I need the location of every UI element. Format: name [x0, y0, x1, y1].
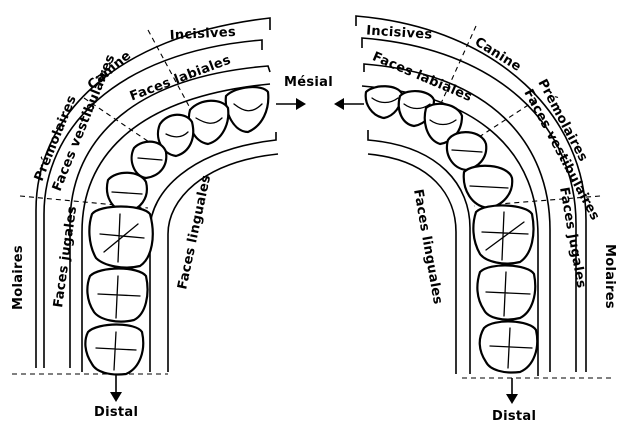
right-inner-arc-2 — [368, 154, 456, 374]
right-central-incisor — [366, 86, 402, 118]
label-faces-linguales-right: Faces linguales — [410, 188, 445, 306]
left-distal-arrowhead — [110, 392, 122, 402]
right-distal-arrowhead — [506, 394, 518, 404]
left-second-molar — [87, 269, 147, 322]
label-faces-labiales-left: Faces labiales — [128, 53, 233, 105]
label-distal-left: Distal — [94, 405, 138, 420]
mesial-arrowhead-left — [334, 98, 344, 110]
label-canine-right: Canine — [472, 35, 524, 75]
right-first-molar — [473, 205, 533, 263]
left-central-incisor — [226, 87, 269, 132]
label-mesial: Mésial — [284, 75, 333, 90]
left-third-molar — [85, 325, 143, 375]
left-half-arch — [12, 18, 278, 402]
right-second-molar — [477, 265, 535, 319]
label-molaires-left: Molaires — [11, 245, 26, 310]
right-inner-arc-1 — [368, 130, 470, 374]
left-inner-arc-1 — [150, 132, 276, 372]
right-third-molar — [480, 321, 537, 372]
label-molaires-right: Molaires — [602, 244, 617, 309]
mesial-arrowhead-right — [296, 98, 306, 110]
left-lateral-incisor — [189, 101, 228, 144]
label-distal-right: Distal — [492, 409, 536, 424]
left-first-molar — [89, 207, 152, 268]
label-faces-linguales-left: Faces linguales — [175, 174, 214, 291]
left-first-premolar — [132, 142, 167, 178]
right-second-premolar — [464, 166, 512, 208]
right-first-premolar — [447, 132, 486, 170]
label-faces-jugales-left: Faces jugales — [51, 205, 80, 308]
label-incisives-left: Incisives — [169, 25, 236, 44]
